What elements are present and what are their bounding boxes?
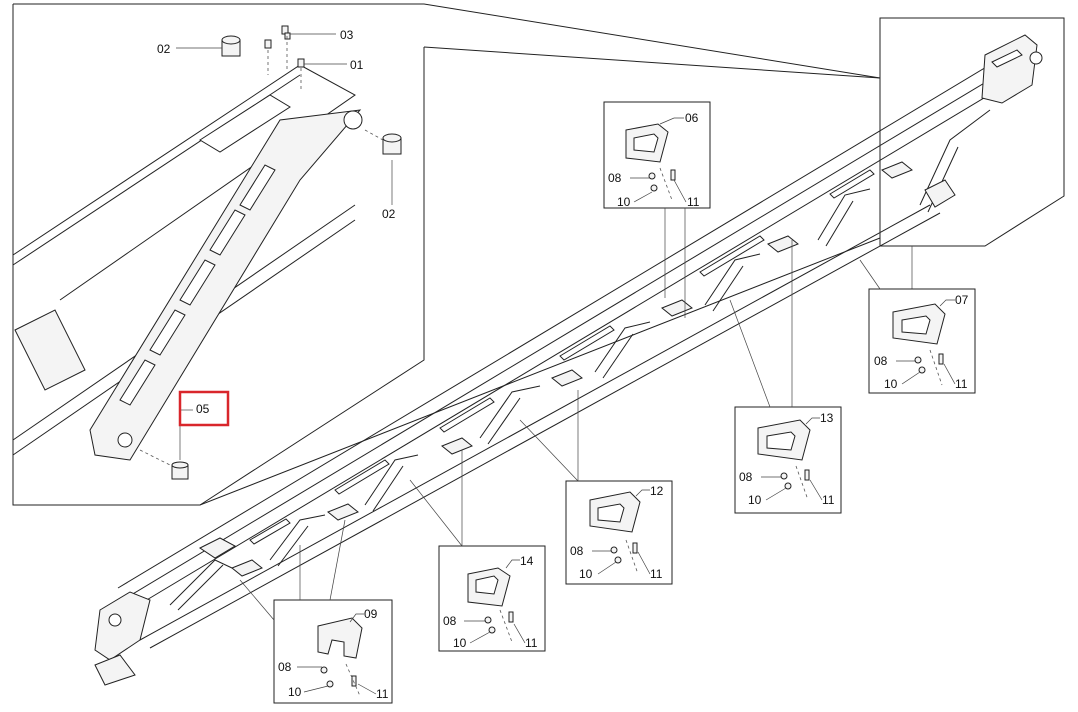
boom-braces — [169, 109, 991, 611]
callout-07-bolt: 11 — [955, 377, 968, 391]
callout-13-nut: 08 — [739, 470, 753, 484]
callout-06-washer: 10 — [617, 195, 631, 209]
callout-box-07 — [859, 259, 976, 394]
callout-12-washer: 10 — [579, 567, 593, 581]
detail-bushing-right — [364, 129, 402, 155]
callout-14-nut: 08 — [443, 614, 457, 628]
highlight-box-05 — [178, 390, 230, 427]
callout-05: 05 — [196, 402, 210, 416]
callout-13-washer: 10 — [748, 493, 762, 507]
callout-09-washer: 10 — [288, 685, 302, 699]
callout-12: 12 — [650, 484, 664, 498]
callout-09: 09 — [364, 607, 378, 621]
boom-root — [94, 537, 237, 686]
callout-09-bolt: 11 — [376, 687, 389, 701]
callout-02-right: 02 — [382, 207, 396, 221]
callout-06-bolt: 11 — [687, 195, 700, 209]
callout-box-12 — [519, 390, 673, 585]
detail-view-inset — [12, 3, 881, 506]
callout-06-nut: 08 — [608, 171, 622, 185]
detail-screws — [264, 25, 305, 90]
callout-box-14 — [409, 450, 546, 652]
callout-01: 01 — [350, 58, 364, 72]
callout-12-bolt: 11 — [650, 567, 663, 581]
callout-07-washer: 10 — [884, 377, 898, 391]
callout-07-nut: 08 — [874, 354, 888, 368]
callout-06: 06 — [685, 111, 699, 125]
callout-13: 13 — [820, 411, 834, 425]
detail-cutouts — [119, 164, 276, 406]
callout-13-bolt: 11 — [822, 493, 835, 507]
boom-top-slots — [249, 169, 875, 545]
boom-head — [924, 34, 1043, 208]
callout-02-top: 02 — [157, 42, 171, 56]
callout-labels: 02 03 01 02 05 06 08 10 11 07 08 10 11 1… — [157, 28, 969, 701]
callout-box-13 — [729, 240, 842, 514]
callout-03: 03 — [340, 28, 354, 42]
callout-box-06 — [603, 101, 711, 318]
head-view-inset — [879, 17, 1065, 292]
boom-assembly — [94, 34, 1043, 686]
callout-14-bolt: 11 — [525, 636, 538, 650]
callout-14: 14 — [520, 554, 534, 568]
callout-07: 07 — [955, 293, 969, 307]
callout-12-nut: 08 — [570, 544, 584, 558]
callout-14-washer: 10 — [453, 636, 467, 650]
callout-box-09 — [239, 519, 393, 704]
boom-brackets — [231, 161, 913, 577]
detail-pin-bottom — [139, 449, 189, 480]
callout-09-nut: 08 — [278, 660, 292, 674]
detail-bushing-top — [221, 35, 241, 57]
